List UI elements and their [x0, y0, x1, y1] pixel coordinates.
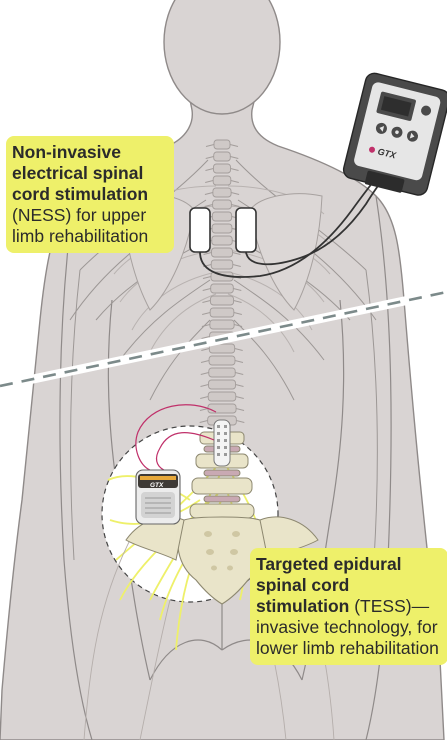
transverse-process	[202, 300, 242, 303]
left-arm-contour	[59, 195, 93, 740]
vertebra	[211, 223, 233, 234]
transverse-process	[201, 324, 243, 327]
external-stimulator-brand: GTX	[377, 146, 398, 160]
transverse-process	[205, 168, 239, 171]
vertebra	[209, 307, 235, 318]
implant-brand: GTX	[150, 482, 164, 489]
vertebra	[210, 283, 234, 294]
implant-stimulator-icon: GTX	[135, 469, 181, 525]
right-arm-contour	[365, 195, 392, 740]
vertebra	[208, 355, 236, 366]
head	[163, 0, 281, 115]
spine-icon	[199, 139, 245, 426]
vertebra	[211, 247, 233, 258]
transverse-process	[205, 144, 239, 147]
electrode-pad-icon	[189, 207, 211, 253]
vertebra	[207, 391, 237, 402]
vertebra	[209, 295, 235, 306]
transverse-process	[204, 192, 240, 195]
vertebra	[213, 139, 231, 150]
paddle-contacts	[217, 425, 227, 456]
ness-callout: Non-invasive electrical spinal cord stim…	[6, 136, 174, 253]
transverse-process	[203, 252, 241, 255]
vertebra	[207, 403, 237, 414]
transverse-process	[199, 420, 245, 423]
epidural-paddle-electrode	[213, 419, 231, 467]
vertebra	[210, 259, 234, 270]
ness-callout-description: (NESS) for upper limb rehabilitation	[12, 205, 149, 246]
transverse-process	[204, 204, 240, 207]
vertebra	[212, 175, 232, 186]
vertebra	[212, 163, 231, 174]
buttock-curve-left	[149, 639, 223, 681]
tess-callout-title: Targeted epidural spinal cord stimulatio…	[256, 554, 402, 616]
transverse-process	[205, 156, 239, 159]
transverse-process	[200, 384, 244, 387]
vertebra	[213, 151, 231, 162]
transverse-process	[199, 408, 245, 411]
implant-lead-red-2	[135, 404, 217, 471]
vertebra	[208, 367, 236, 378]
vertebra	[212, 199, 232, 210]
ness-callout-title: Non-invasive electrical spinal cord stim…	[12, 142, 149, 204]
external-stimulator-icon: GTX	[342, 72, 447, 196]
transverse-process	[202, 288, 242, 291]
transverse-process	[200, 372, 244, 375]
vertebra	[208, 379, 236, 390]
vertebra	[211, 211, 233, 222]
sacral-foramina	[204, 531, 240, 571]
sacrum-icon	[177, 516, 267, 605]
transverse-process	[202, 312, 242, 315]
vertebra	[209, 319, 235, 330]
vertebra	[211, 235, 233, 246]
dashed-divider-line	[0, 290, 447, 388]
cable-right-pad	[245, 179, 383, 266]
electrode-pad-right	[235, 207, 257, 253]
transverse-process	[201, 348, 243, 351]
tess-callout-description: (TESS)—invasive technology, for lower li…	[256, 596, 439, 658]
transverse-process	[200, 396, 244, 399]
transverse-process	[200, 360, 244, 363]
vertebra	[212, 187, 232, 198]
cable-left-pad	[199, 177, 377, 278]
implant-lead-red	[155, 432, 215, 471]
transverse-process	[205, 180, 239, 183]
tess-callout: Targeted epidural spinal cord stimulatio…	[250, 548, 447, 665]
right-scapula	[249, 193, 323, 311]
